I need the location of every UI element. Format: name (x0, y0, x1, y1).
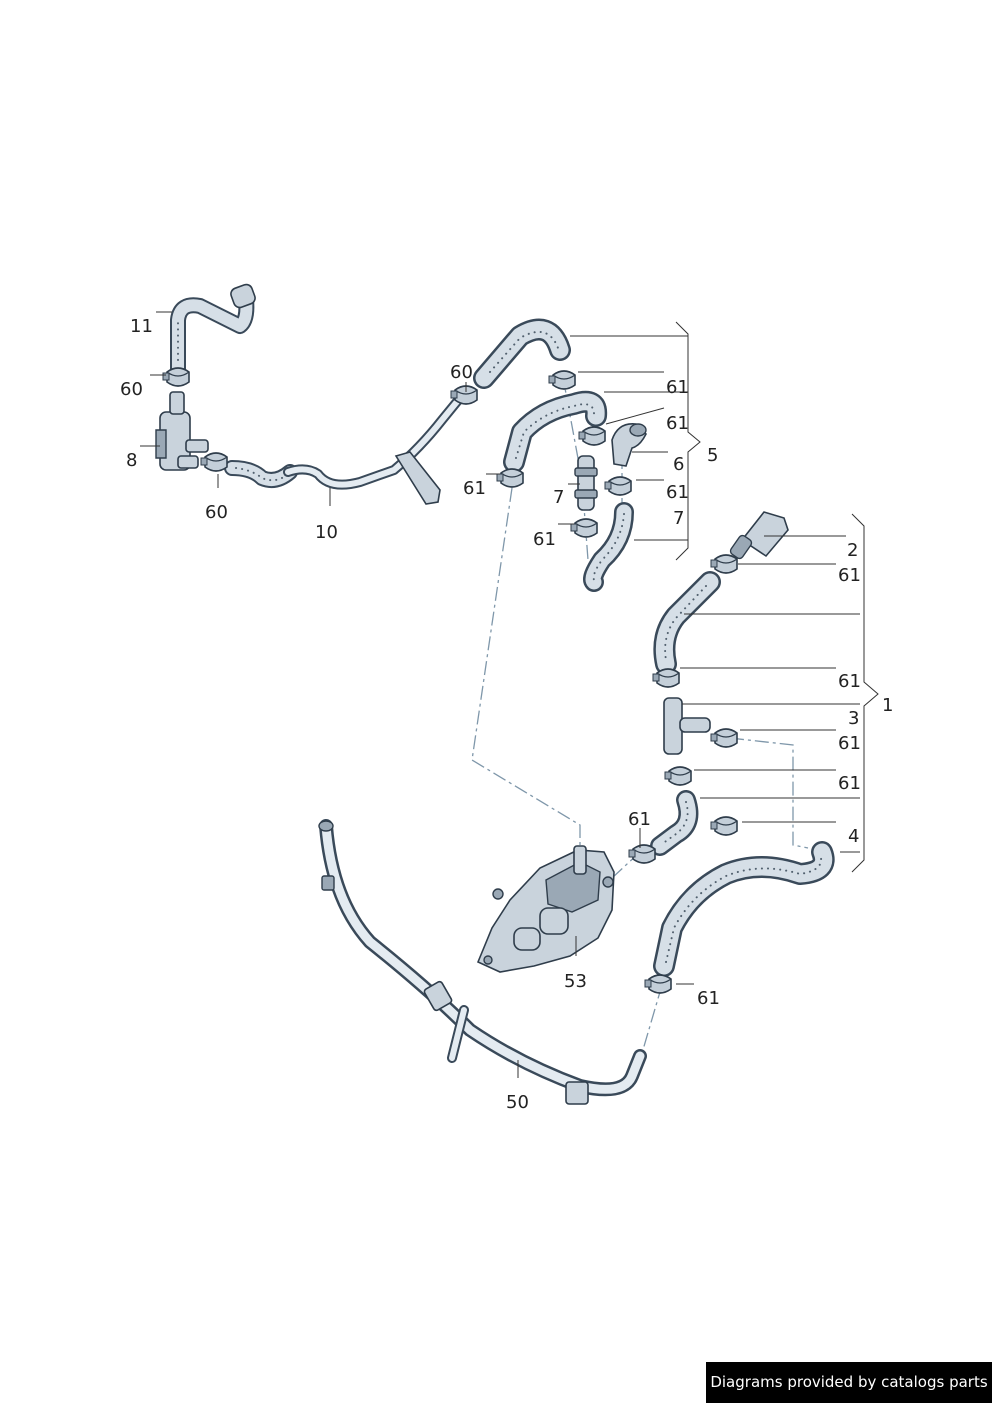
callout-5: 5 (707, 445, 718, 466)
leader-lines (140, 311, 860, 1078)
hose-11 (170, 283, 256, 380)
callout-61: 61 (666, 377, 689, 398)
pipe-50 (318, 819, 647, 1105)
hose-1-lower (650, 790, 699, 856)
callout-61: 61 (666, 413, 689, 434)
callout-3: 3 (848, 708, 859, 729)
callouts: 11 60 8 60 10 60 61 61 6 5 61 61 7 7 61 … (120, 316, 893, 1113)
pipe-10 (224, 393, 465, 505)
callout-61: 61 (463, 478, 486, 499)
callout-10: 10 (315, 522, 338, 543)
callout-61: 61 (838, 773, 861, 794)
connector-7 (574, 455, 598, 511)
hose-5-middle (503, 390, 608, 473)
callout-61: 61 (666, 482, 689, 503)
callout-61: 61 (628, 809, 651, 830)
tee-3 (663, 697, 711, 755)
elbow-6 (611, 423, 647, 467)
hose-5-upper (473, 318, 571, 389)
callout-61: 61 (838, 733, 861, 754)
callout-53: 53 (564, 971, 587, 992)
brace-1 (851, 513, 879, 873)
callout-8: 8 (126, 450, 137, 471)
brace-5 (675, 321, 701, 561)
hose-1-upper (653, 571, 721, 675)
callout-61: 61 (697, 988, 720, 1009)
callout-2: 2 (847, 540, 858, 561)
hose-4 (653, 841, 835, 977)
hose-7-lower (583, 502, 634, 592)
callout-60: 60 (120, 379, 143, 400)
clamps (162, 367, 738, 994)
valve-8 (155, 391, 209, 471)
callout-61: 61 (533, 529, 556, 550)
callout-1: 1 (882, 695, 893, 716)
credit-banner: Diagrams provided by catalogs parts (706, 1362, 992, 1403)
callout-60: 60 (205, 502, 228, 523)
callout-60: 60 (450, 362, 473, 383)
callout-7: 7 (673, 508, 684, 529)
callout-61: 61 (838, 565, 861, 586)
callout-50: 50 (506, 1092, 529, 1113)
callout-11: 11 (130, 316, 153, 337)
callout-7: 7 (553, 487, 564, 508)
callout-6: 6 (673, 454, 684, 475)
callout-61: 61 (838, 671, 861, 692)
connector-2 (729, 511, 789, 560)
callout-4: 4 (848, 826, 859, 847)
pump-53 (476, 845, 615, 973)
